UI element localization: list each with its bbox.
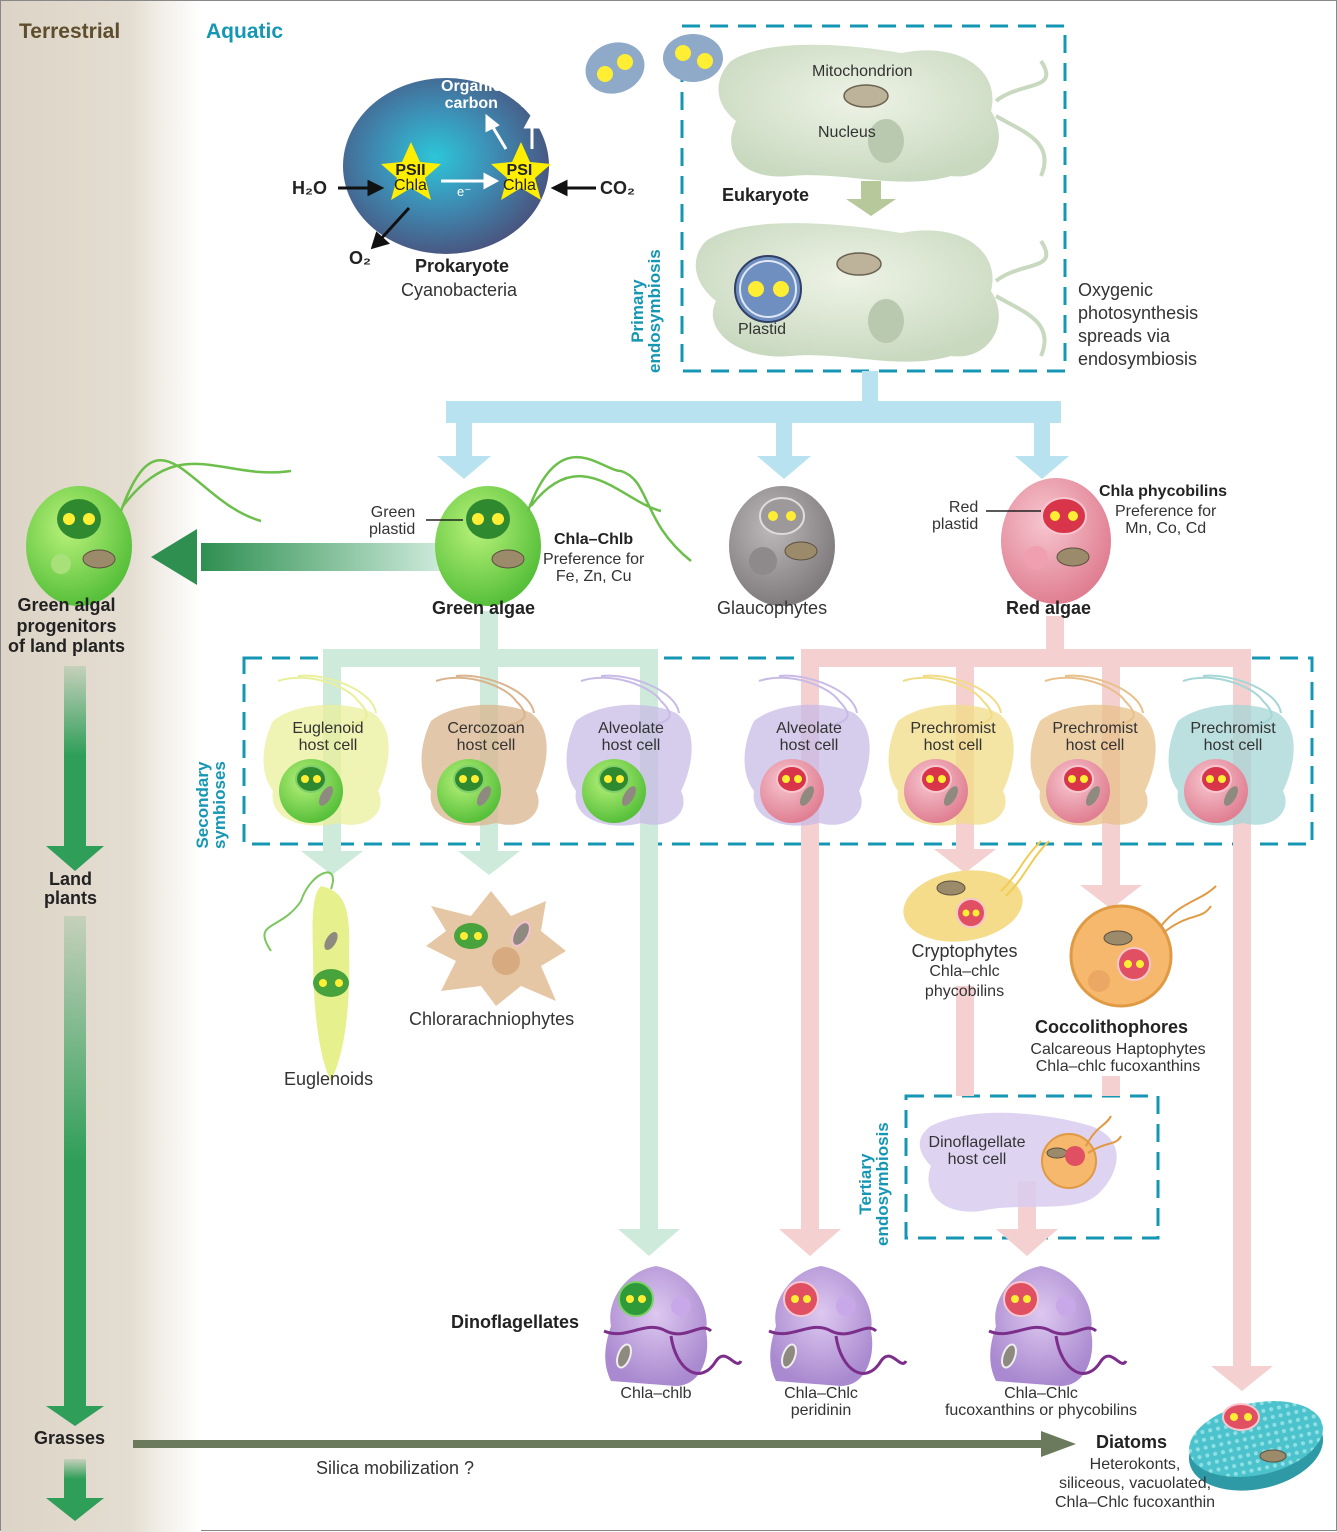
nucleus-label: Nucleus xyxy=(818,124,876,141)
euglenoids-label: Euglenoids xyxy=(284,1069,374,1089)
secondary-host-1 xyxy=(421,674,547,826)
silica-arrow xyxy=(133,1440,1043,1448)
plastid-label: Plastid xyxy=(738,321,787,338)
diatoms-desc: Heterokonts,siliceous, vacuolated,Chla–C… xyxy=(1054,1456,1216,1512)
eukaryote-arrow xyxy=(846,181,896,216)
to-progenitors-arrow xyxy=(201,543,441,571)
eukaryote-label: Eukaryote xyxy=(722,185,810,205)
secondary-box xyxy=(242,656,1314,846)
dinoflagellate-2 xyxy=(988,1266,1128,1386)
plastid xyxy=(734,255,802,323)
electron-label: e⁻ xyxy=(457,184,472,199)
secondary-host-2 xyxy=(566,674,692,826)
red-algae-cell xyxy=(1001,478,1111,604)
psi-star xyxy=(491,142,551,200)
mitochondrion xyxy=(843,84,889,108)
secondary-host-4 xyxy=(888,674,1014,826)
land-arrows xyxy=(46,666,104,1521)
secondary-host-5 xyxy=(1030,674,1156,826)
chlorarachniophyte-cell xyxy=(426,891,566,1006)
atp-label: ATP xyxy=(521,94,552,111)
co2-label: CO₂ xyxy=(600,178,635,198)
secondary-hosts xyxy=(263,674,1294,826)
dinoflagellate-cells xyxy=(603,1266,1128,1386)
prokaryote-title: Prokaryote xyxy=(415,256,510,276)
mitochondrion-label: Mitochondrion xyxy=(812,63,913,80)
terrestrial-header: Terrestrial xyxy=(19,20,121,43)
red-pigments: Chla phycobilins xyxy=(1099,483,1228,500)
chlorarachniophytes-label: Chlorarachniophytes xyxy=(409,1009,575,1029)
dinoflagellate-pigment-label: Chla–chlb xyxy=(620,1385,692,1402)
secondary-host-6 xyxy=(1168,674,1294,826)
silica-label: Silica mobilization ? xyxy=(316,1458,475,1478)
nucleus xyxy=(868,119,904,163)
dinoflagellates-label: Dinoflagellates xyxy=(451,1312,580,1332)
grasses-label: Grasses xyxy=(34,1428,106,1448)
secondary-host-0 xyxy=(263,674,389,826)
progenitor-cell xyxy=(26,486,132,606)
green-pigments: Chla–Chlb xyxy=(554,531,634,548)
glaucophytes-label: Glaucophytes xyxy=(717,598,828,618)
red-algae-label: Red algae xyxy=(1006,598,1092,618)
green-algae-label: Green algae xyxy=(432,598,536,618)
eukaryote-cell xyxy=(718,44,999,182)
terrestrial-panel xyxy=(1,1,201,1532)
prokaryote-subtitle: Cyanobacteria xyxy=(401,280,518,300)
primary-branch-arrows xyxy=(437,371,1069,479)
h2o-label: H₂O xyxy=(292,178,327,198)
o2-label: O₂ xyxy=(349,248,371,268)
glaucophyte-cell xyxy=(729,486,835,606)
dinoflagellate-0 xyxy=(603,1266,743,1386)
secondary-host-3 xyxy=(744,674,870,826)
green-algae-cell xyxy=(435,486,541,606)
coccolithophores-label: Coccolithophores xyxy=(1035,1017,1189,1037)
dinoflagellate-1 xyxy=(768,1266,908,1386)
diatoms-label: Diatoms xyxy=(1096,1432,1168,1452)
aquatic-header: Aquatic xyxy=(206,20,284,43)
psii-star xyxy=(381,142,441,200)
prokaryote-cell xyxy=(343,78,549,254)
